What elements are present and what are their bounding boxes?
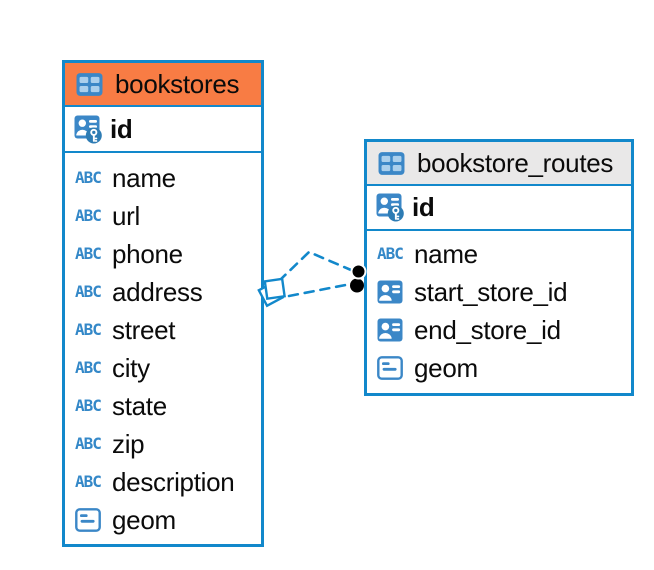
reference-type-icon bbox=[377, 280, 407, 304]
geometry-type-icon bbox=[377, 356, 407, 380]
column-row[interactable]: ABC name bbox=[367, 235, 631, 273]
table-title: bookstore_routes bbox=[417, 147, 614, 178]
text-type-icon: ABC bbox=[75, 168, 102, 187]
table-title: bookstores bbox=[115, 68, 240, 99]
text-type-icon: ABC bbox=[75, 472, 102, 491]
primary-key-name: id bbox=[412, 192, 435, 222]
text-type-icon: ABC bbox=[75, 396, 102, 415]
table-bookstores[interactable]: bookstores id ABC bbox=[62, 60, 264, 547]
text-type-icon: ABC bbox=[75, 358, 102, 377]
reference-type-icon bbox=[377, 318, 407, 342]
column-row[interactable]: geom bbox=[65, 501, 261, 539]
column-name: geom bbox=[112, 504, 176, 535]
column-row[interactable]: ABC phone bbox=[65, 235, 261, 273]
table-bookstore-routes-header[interactable]: bookstore_routes bbox=[367, 142, 631, 186]
table-bookstore-routes[interactable]: bookstore_routes id bbox=[364, 139, 634, 396]
primary-key-icon bbox=[376, 192, 406, 223]
text-type-icon: ABC bbox=[377, 244, 404, 263]
column-name: city bbox=[112, 352, 150, 383]
column-row[interactable]: ABC zip bbox=[65, 425, 261, 463]
column-name: url bbox=[112, 200, 140, 231]
primary-key-icon bbox=[74, 114, 104, 145]
column-name: name bbox=[414, 238, 478, 269]
column-name: geom bbox=[414, 352, 478, 383]
column-name: zip bbox=[112, 428, 145, 459]
column-row[interactable]: ABC state bbox=[65, 387, 261, 425]
table-icon bbox=[76, 72, 106, 97]
text-type-icon: ABC bbox=[75, 282, 102, 301]
column-name: phone bbox=[112, 238, 183, 269]
primary-key-name: id bbox=[110, 113, 133, 144]
column-name: address bbox=[112, 276, 203, 307]
column-list: ABC name start_store_id bbox=[367, 231, 631, 393]
primary-key-row[interactable]: id bbox=[65, 107, 261, 153]
text-type-icon: ABC bbox=[75, 244, 102, 263]
column-row[interactable]: ABC url bbox=[65, 197, 261, 235]
column-name: street bbox=[112, 314, 176, 345]
column-row[interactable]: ABC name bbox=[65, 159, 261, 197]
table-bookstores-header[interactable]: bookstores bbox=[65, 63, 261, 107]
column-name: start_store_id bbox=[414, 276, 568, 307]
column-list: ABC name ABC url ABC phone ABC address A… bbox=[65, 153, 261, 544]
text-type-icon: ABC bbox=[75, 206, 102, 225]
column-row[interactable]: start_store_id bbox=[367, 273, 631, 311]
relationship-line-upper[interactable] bbox=[277, 250, 353, 283]
text-type-icon: ABC bbox=[75, 434, 102, 453]
geometry-type-icon bbox=[75, 508, 105, 532]
relationship-link[interactable] bbox=[257, 250, 367, 308]
column-row[interactable]: ABC description bbox=[65, 463, 261, 501]
column-row[interactable]: ABC street bbox=[65, 311, 261, 349]
column-name: name bbox=[112, 162, 176, 193]
column-row[interactable]: ABC city bbox=[65, 349, 261, 387]
text-type-icon: ABC bbox=[75, 320, 102, 339]
relationship-line-lower[interactable] bbox=[287, 283, 350, 298]
column-row[interactable]: geom bbox=[367, 349, 631, 387]
column-name: description bbox=[112, 466, 235, 497]
column-row[interactable]: ABC address bbox=[65, 273, 261, 311]
table-icon bbox=[378, 151, 408, 176]
column-name: state bbox=[112, 390, 167, 421]
primary-key-row[interactable]: id bbox=[367, 186, 631, 231]
column-name: end_store_id bbox=[414, 314, 561, 345]
column-row[interactable]: end_store_id bbox=[367, 311, 631, 349]
